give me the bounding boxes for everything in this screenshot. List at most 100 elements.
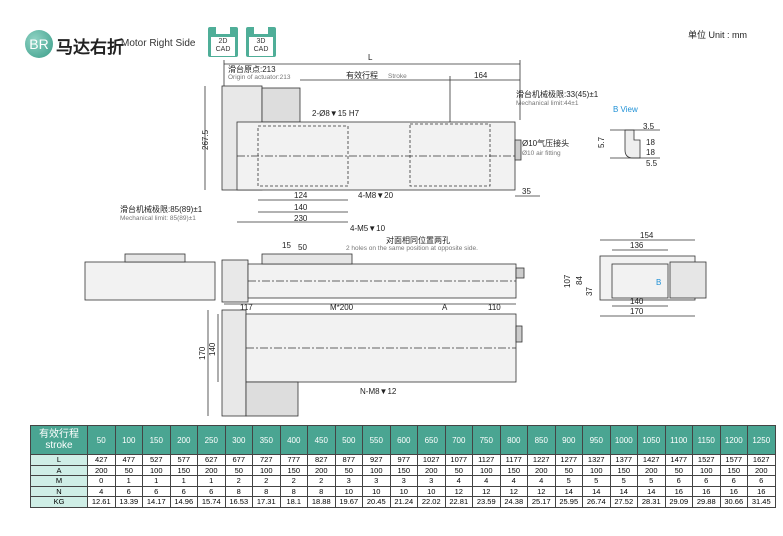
- table-cell: 5: [554, 475, 583, 487]
- table-cell: 16: [719, 485, 748, 497]
- row-label: KG: [30, 496, 88, 508]
- table-cell: 1277: [554, 454, 583, 466]
- air-fitting-cn: Ø10气压接头: [522, 138, 569, 148]
- table-cell: 777: [279, 454, 308, 466]
- origin-cn: 滑台原点:213: [228, 64, 276, 74]
- stroke-en: Stroke: [388, 73, 407, 80]
- table-cell: 16.53: [224, 496, 253, 508]
- table-cell: 4: [444, 475, 473, 487]
- table-cell: 14: [582, 485, 611, 497]
- stroke-col-header: 200: [169, 425, 198, 455]
- table-cell: 1027: [417, 454, 446, 466]
- stroke-cn: 有效行程: [346, 70, 378, 80]
- table-cell: 5: [582, 475, 611, 487]
- end-dim-84: 84: [575, 276, 584, 285]
- table-cell: 8: [279, 485, 308, 497]
- cad-2d-label2: CAD: [215, 46, 231, 53]
- table-cell: 4: [87, 485, 116, 497]
- stroke-col-header: 650: [417, 425, 446, 455]
- table-cell: 21.24: [389, 496, 418, 508]
- table-cell: 100: [362, 464, 391, 476]
- row-label: A: [30, 464, 88, 476]
- table-cell: 25.95: [554, 496, 583, 508]
- table-cell: 22.02: [417, 496, 446, 508]
- end-dim-37: 37: [585, 287, 594, 296]
- dim-50: 50: [298, 243, 307, 252]
- stroke-col-header: 550: [362, 425, 391, 455]
- table-cell: 3: [389, 475, 418, 487]
- table-cell: 50: [224, 464, 253, 476]
- table-cell: 200: [307, 464, 336, 476]
- table-cell: 877: [334, 454, 363, 466]
- table-cell: 200: [747, 464, 776, 476]
- title-en: Motor Right Side: [121, 38, 196, 49]
- table-cell: 17.31: [252, 496, 281, 508]
- table-cell: 5: [609, 475, 638, 487]
- stroke-col-header: 1000: [609, 425, 638, 455]
- end-dim-140: 140: [630, 297, 644, 306]
- table-cell: 27.52: [609, 496, 638, 508]
- table-cell: 3: [334, 475, 363, 487]
- table-cell: 1: [142, 475, 171, 487]
- table-cell: 10: [334, 485, 363, 497]
- table-cell: 25.17: [527, 496, 556, 508]
- dim-110: 110: [488, 303, 501, 312]
- table-cell: 29.88: [692, 496, 721, 508]
- table-cell: 200: [637, 464, 666, 476]
- dim-L: L: [368, 53, 373, 62]
- table-cell: 0: [87, 475, 116, 487]
- table-cell: 16: [692, 485, 721, 497]
- table-cell: 14: [554, 485, 583, 497]
- mech-limit-left-en: Mechanical limit: 85(89)±1: [120, 215, 196, 222]
- holes-en: 2 holes on the same position at opposite…: [346, 245, 478, 252]
- mech-limit-right-cn: 滑台机械极限:33(45)±1: [516, 89, 599, 99]
- table-cell: 15.74: [197, 496, 226, 508]
- table-cell: 1577: [719, 454, 748, 466]
- table-cell: 28.31: [637, 496, 666, 508]
- b-dim-18: 18: [646, 138, 655, 147]
- table-cell: 1427: [637, 454, 666, 466]
- table-cell: 23.59: [472, 496, 501, 508]
- table-cell: 1: [169, 475, 198, 487]
- stroke-col-header: 1150: [692, 425, 721, 455]
- stroke-col-header: 600: [389, 425, 418, 455]
- table-cell: 29.09: [664, 496, 693, 508]
- table-cell: 31.45: [747, 496, 776, 508]
- table-cell: 16: [747, 485, 776, 497]
- bottom-view: [207, 303, 523, 417]
- table-cell: 2: [224, 475, 253, 487]
- table-cell: 727: [252, 454, 281, 466]
- stroke-col-header: 800: [499, 425, 528, 455]
- stroke-col-header: 950: [582, 425, 611, 455]
- cad-2d-label: 2D: [218, 38, 228, 45]
- stroke-col-header: 150: [142, 425, 171, 455]
- table-cell: 12: [472, 485, 501, 497]
- stroke-col-header: 1050: [637, 425, 666, 455]
- table-cell: 150: [169, 464, 198, 476]
- table-cell: 6: [197, 485, 226, 497]
- table-cell: 50: [664, 464, 693, 476]
- table-cell: 100: [252, 464, 281, 476]
- table-cell: 8: [224, 485, 253, 497]
- table-cell: 200: [527, 464, 556, 476]
- stroke-col-header: 700: [444, 425, 473, 455]
- table-cell: 4: [472, 475, 501, 487]
- table-cell: 6: [169, 485, 198, 497]
- table-cell: 3: [417, 475, 446, 487]
- table-cell: 50: [554, 464, 583, 476]
- dim-230: 230: [294, 214, 308, 223]
- end-dim-154: 154: [640, 231, 654, 240]
- row-label: L: [30, 454, 88, 466]
- dim-170: 170: [198, 346, 207, 360]
- table-cell: 18.1: [279, 496, 308, 508]
- table-cell: 977: [389, 454, 418, 466]
- m8-hole-label: 4-M8▼20: [358, 191, 394, 200]
- stroke-col-header: 1100: [664, 425, 693, 455]
- table-cell: 200: [197, 464, 226, 476]
- side-view: [84, 239, 707, 317]
- b-dim-5-5: 5.5: [646, 159, 658, 168]
- table-cell: 1527: [692, 454, 721, 466]
